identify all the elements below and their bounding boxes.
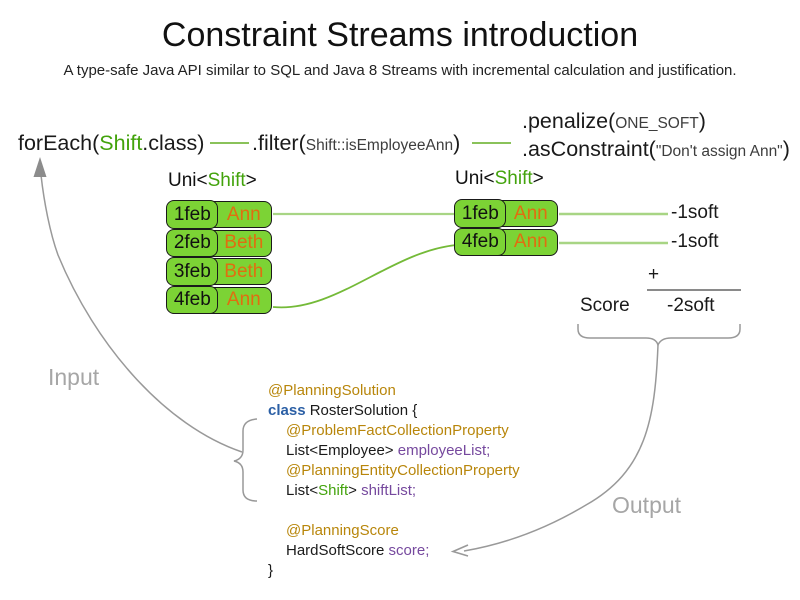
code-line: class RosterSolution { [268, 401, 520, 421]
uni-post: > [245, 170, 257, 191]
code-segment-plain: List< [286, 482, 319, 499]
code-segment-type: Shift [318, 482, 349, 499]
filter-arg: ::isEmployeeAnn [336, 137, 454, 154]
table-row: 4feb Ann [454, 227, 558, 257]
table-row: 1feb Ann [454, 199, 558, 228]
code-line: List<Employee> employeeList; [268, 441, 520, 461]
penalize-pre: .penalize( [522, 109, 616, 133]
output-label: Output [612, 492, 682, 518]
score-label: Score [580, 295, 630, 316]
foreach-pre: forEach( [18, 131, 100, 155]
code-line: @PlanningEntityCollectionProperty [268, 461, 520, 481]
asconstraint-arg: "Don't assign Ann" [655, 143, 783, 160]
score-total: -2soft [667, 295, 715, 316]
code-segment-plain: RosterSolution { [305, 402, 418, 419]
asconstraint-pre: .asConstraint( [522, 137, 656, 161]
code-line [268, 501, 520, 521]
code-line: @PlanningSolution [268, 381, 520, 401]
penalty-value: -1soft [671, 202, 719, 223]
shift-employee-cell: Ann [513, 231, 548, 252]
code-segment-field: shiftList; [361, 482, 417, 499]
shift-employee-cell: Beth [224, 260, 264, 282]
code-segment-ann: @PlanningEntityCollectionProperty [286, 462, 520, 479]
code-line: @PlanningScore [268, 521, 520, 541]
table-row: 1feb Ann [166, 200, 272, 229]
asconstraint-expression: .asConstraint("Don't assign Ann") [522, 137, 790, 162]
penalize-close: ) [698, 109, 706, 133]
code-segment-field: employeeList; [397, 442, 491, 459]
foreach-type: Shift [99, 131, 143, 155]
shift-date-cell: 1feb [454, 199, 507, 228]
code-segment-ann: @PlanningScore [286, 522, 399, 539]
shift-date-cell: 1feb [166, 200, 219, 229]
shift-date-cell: 2feb [166, 228, 219, 258]
penalty-value: -1soft [671, 231, 719, 252]
plus-sign: + [648, 264, 660, 285]
code-line: List<Shift> shiftList; [268, 481, 520, 501]
code-segment-plain: HardSoftScore [286, 542, 389, 559]
asconstraint-close: ) [782, 137, 790, 161]
uni-pre: Uni< [455, 168, 495, 189]
shift-employee-cell: Ann [513, 202, 548, 224]
code-line: } [268, 561, 520, 581]
code-segment-kw: class [268, 402, 306, 419]
penalty-list: -1soft -1soft [671, 202, 719, 260]
page-subtitle: A type-safe Java API similar to SQL and … [63, 62, 737, 79]
uni-type: Shift [494, 168, 533, 189]
code-brace [233, 418, 258, 502]
foreach-post: .class) [142, 131, 205, 155]
code-segment-field: score; [388, 542, 430, 559]
uni-post: > [532, 168, 544, 189]
code-segment-ann: @ProblemFactCollectionProperty [286, 422, 509, 439]
shift-date-cell: 4feb [454, 227, 507, 257]
filter-pre: .filter( [252, 131, 306, 155]
code-segment-plain: } [268, 562, 274, 579]
filter-close: ) [453, 131, 461, 155]
table-row: 4feb Ann [166, 285, 272, 315]
uni-pre: Uni< [168, 170, 208, 191]
shift-employee-cell: Ann [226, 289, 261, 310]
code-line: @ProblemFactCollectionProperty [268, 421, 520, 441]
right-stream-type-label: Uni<Shift> [455, 168, 544, 190]
penalize-arg: ONE_SOFT [615, 115, 699, 132]
code-segment-ann: @PlanningSolution [268, 382, 396, 399]
score-brace [577, 324, 741, 348]
shift-date-cell: 3feb [166, 257, 219, 286]
connector-4feb [272, 244, 457, 309]
penalize-expression: .penalize(ONE_SOFT) [522, 109, 706, 134]
code-segment-plain: > [348, 482, 362, 499]
uni-type: Shift [207, 170, 246, 191]
shift-date-cell: 4feb [166, 285, 219, 315]
shift-employee-cell: Ann [226, 203, 261, 225]
shift-employee-cell: Beth [224, 232, 264, 253]
filter-type: Shift [305, 137, 337, 154]
filter-expression: .filter(Shift::isEmployeeAnn) [252, 131, 460, 156]
left-stream-type-label: Uni<Shift> [168, 170, 257, 192]
input-label: Input [48, 364, 100, 390]
input-arrowhead [33, 157, 47, 177]
foreach-expression: forEach(Shift.class) [18, 131, 204, 156]
page-title: Constraint Streams introduction [161, 16, 639, 54]
code-line: HardSoftScore score; [268, 541, 520, 561]
code-segment-plain: List<Employee> [286, 442, 398, 459]
